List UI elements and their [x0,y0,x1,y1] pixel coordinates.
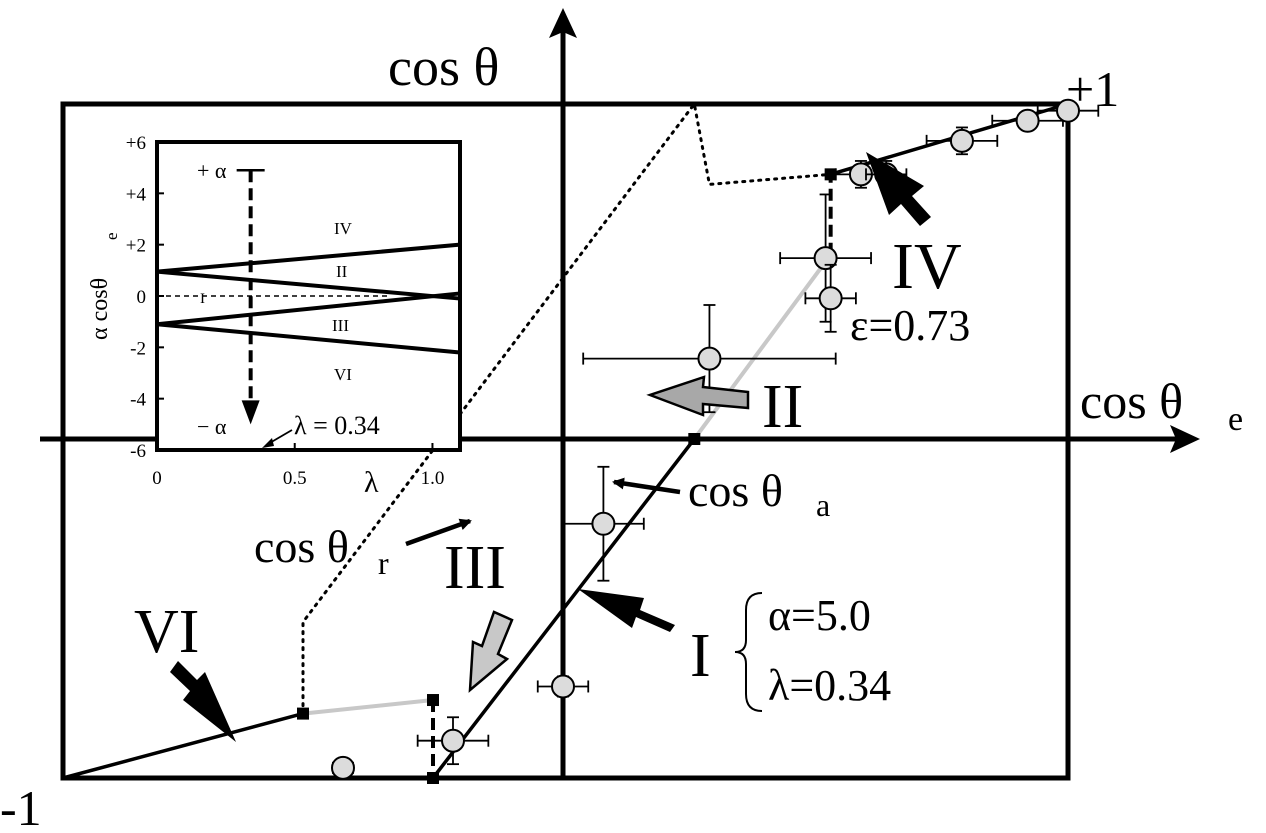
data-point [1036,98,1100,123]
region-iii-label: III [444,534,506,602]
svg-text:cos θ: cos θ [688,465,783,516]
inset-region-vi: VI [334,365,352,384]
inset-y-tick-label: 0 [137,287,147,308]
svg-text:α cosθ: α cosθ [87,278,113,340]
cos-theta-r-pointer [405,518,472,547]
data-marker [551,674,575,699]
svg-text:r: r [378,545,389,581]
corner-label-minus-one: -1 [0,780,42,833]
inset-y-tick-label: -6 [130,441,146,462]
inset-line-upper-falling [156,269,461,301]
inset-x-tick-label: 1.0 [421,468,445,489]
cos-theta-a-label: cos θ a [688,465,830,523]
data-marker [1015,108,1040,133]
epsilon-label: ε=0.73 [850,301,970,350]
segment-vi [62,711,304,780]
svg-text:cos θ: cos θ [1080,373,1183,429]
inset-plus-alpha: + α [197,158,227,183]
inset-alpha-sweep-arrowhead [241,400,260,425]
region-i-label: I [690,622,711,690]
y-axis-label: cos θ [388,37,499,97]
inset-line-upper-rising [156,242,461,274]
data-point [536,674,590,699]
inset-region-iv: IV [334,219,353,238]
breakpoint-0 [824,168,837,181]
main-plot [40,8,1200,784]
x-axis-arrowhead [1170,425,1200,453]
data-point [804,263,857,333]
data-point [562,465,645,582]
inset-x-tick-label: 0.5 [283,468,307,489]
cos-theta-r-label: cos θ r [254,521,389,581]
region-iv-label: IV [892,230,962,303]
breakpoint-1 [688,433,701,445]
inset-line-lower-rising [156,291,461,327]
segment-ii [692,253,833,441]
y-axis-arrowhead [549,8,577,38]
inset-lambda-note: λ = 0.34 [294,411,380,440]
data-point [925,126,999,156]
region-ii-label: II [762,373,803,441]
inset-lambda-pointer-head [262,438,274,448]
inset-region-iii: III [332,316,349,335]
svg-text:e: e [102,232,121,240]
region-ii-arrow [646,375,750,417]
inset-y-tick-label: -2 [130,338,146,359]
segment-iii [302,698,434,716]
inset-line-lower-falling [156,322,461,355]
data-marker [949,128,974,153]
inset-minus-alpha: − α [197,414,227,439]
inset-y-tick-label: +6 [126,133,146,154]
svg-text:a: a [816,487,830,523]
cos-theta-a-pointer [612,477,681,495]
inset-x-tick-label: 0 [152,468,162,489]
region-iv-arrow [866,152,931,226]
cos-theta-r-curve [301,100,833,716]
breakpoint-3 [427,694,439,707]
data-marker [818,286,843,311]
data-point [331,755,355,780]
data-point [416,716,490,766]
lambda-label: λ=0.34 [768,661,891,710]
region-vi-arrow [170,661,236,742]
region-iii-arrow [468,610,514,693]
svg-text:cos θ: cos θ [254,521,349,572]
data-marker [813,246,838,271]
data-point [991,108,1064,133]
inset-x-label: λ [364,466,379,499]
inset-region-i: I [200,291,205,307]
x-axis-label: cos θ e [1080,373,1243,438]
segment-i [431,437,696,780]
parameter-brace [734,592,763,712]
inset-chart: λ α cosθ e + α − α λ = 0.34 IV II I III … [87,133,462,499]
data-marker [591,511,616,536]
inset-region-ii: II [336,262,348,281]
svg-text:e: e [1228,401,1243,438]
inset-y-tick-label: +2 [126,236,146,257]
region-i-arrow [578,589,675,632]
alpha-label: α=5.0 [768,591,871,640]
inset-y-label: α cosθ e [87,232,121,340]
inset-y-tick-label: -4 [130,390,146,411]
data-marker [1056,98,1080,123]
region-vi-label: VI [134,598,199,666]
data-marker [697,346,722,371]
data-marker [441,728,465,753]
inset-y-tick-label: +4 [126,184,147,205]
breakpoint-2 [297,707,309,720]
breakpoint-4 [427,772,439,784]
corner-label-plus-one: +1 [1066,61,1119,117]
data-marker [331,755,355,780]
